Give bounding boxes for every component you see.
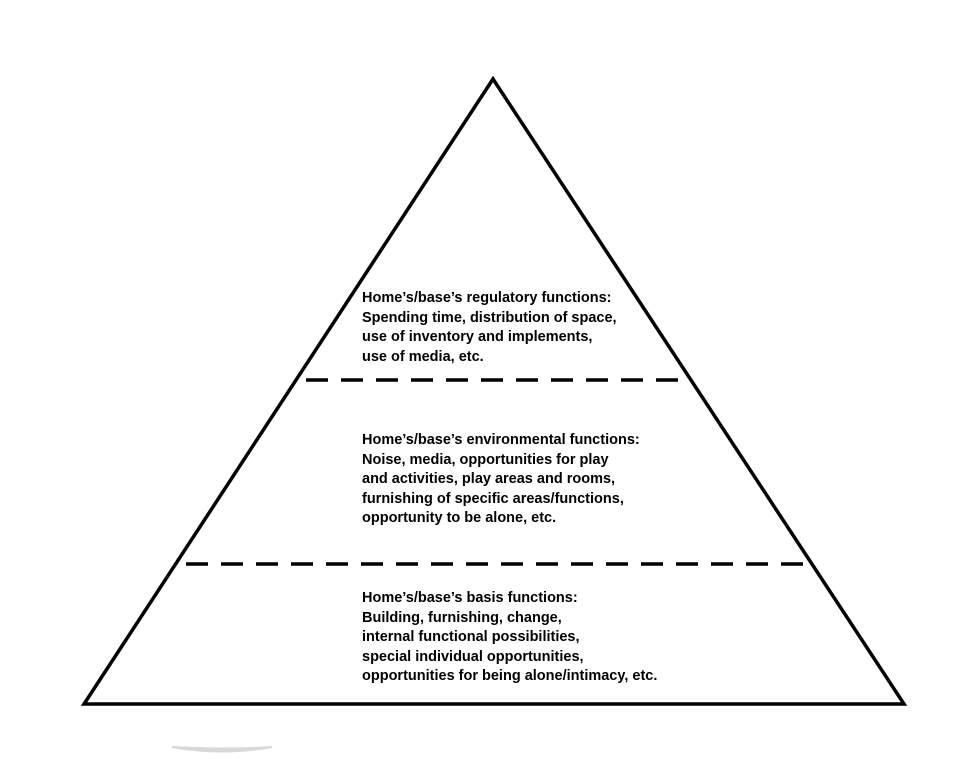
basis-functions-line: Building, furnishing, change, — [362, 609, 562, 626]
environmental-functions-line: furnishing of specific areas/functions, — [362, 490, 624, 507]
basis-functions-line: special individual opportunities, — [362, 648, 584, 665]
pyramid-outline — [80, 75, 908, 706]
regulatory-functions-line: use of media, etc. — [362, 348, 484, 365]
environmental-functions-heading: Home’s/base’s environmental functions: — [362, 432, 640, 448]
environmental-functions-text: Home’s/base’s environmental functions: N… — [362, 431, 640, 529]
regulatory-functions-line: Spending time, distribution of space, — [362, 309, 617, 326]
basis-functions-heading: Home’s/base’s basis functions: — [362, 590, 578, 606]
basis-functions-line: opportunities for being alone/intimacy, … — [362, 668, 658, 685]
basis-functions-text: Home’s/base’s basis functions: Building,… — [362, 589, 657, 687]
regulatory-functions-text: Home’s/base’s regulatory functions: Spen… — [362, 289, 617, 367]
environmental-functions-line: and activities, play areas and rooms, — [362, 471, 616, 488]
environmental-functions-line: Noise, media, opportunities for play — [362, 451, 609, 468]
base-shadow — [171, 746, 273, 753]
regulatory-functions-line: use of inventory and implements, — [362, 329, 593, 346]
environmental-functions-line: opportunity to be alone, etc. — [362, 510, 557, 527]
regulatory-functions-heading: Home’s/base’s regulatory functions: — [362, 290, 612, 306]
basis-functions-line: internal functional possibilities, — [362, 629, 580, 646]
